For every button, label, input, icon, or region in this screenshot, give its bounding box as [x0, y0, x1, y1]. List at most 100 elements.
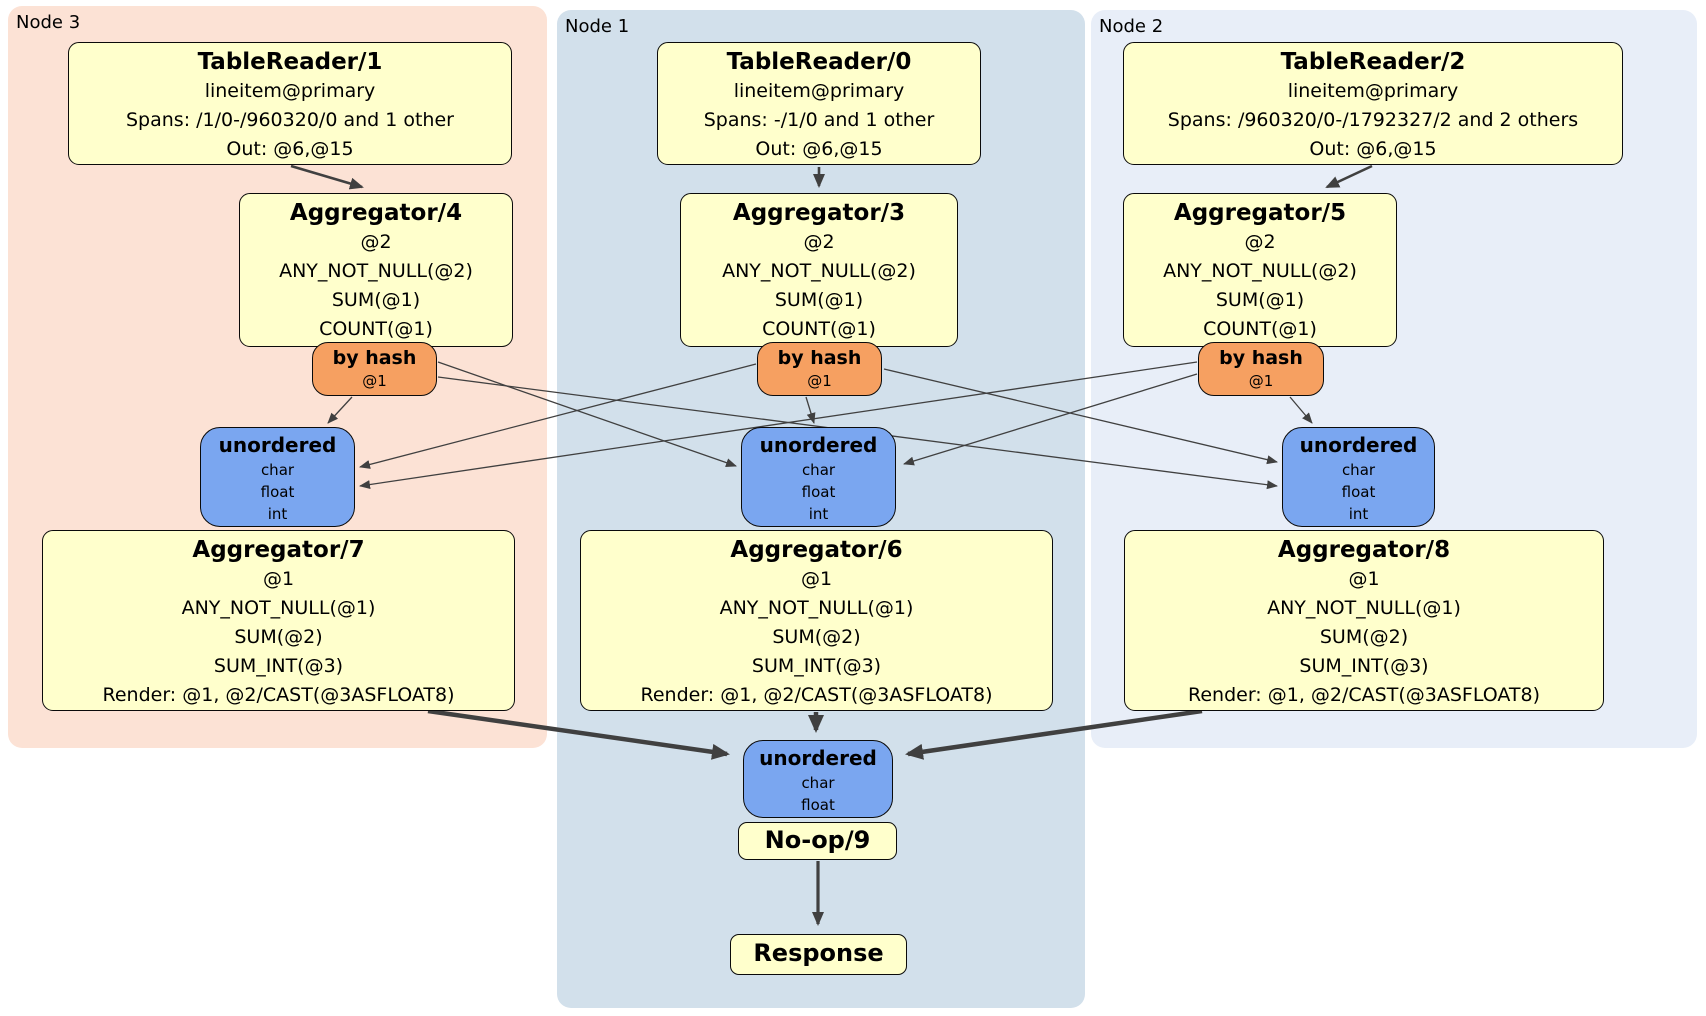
- aggregator4-box: Aggregator/4 @2 ANY_NOT_NULL(@2) SUM(@1)…: [239, 193, 513, 347]
- aggregator7-render: Render: @1, @2/CAST(@3ASFLOAT8): [102, 684, 455, 706]
- unordered-final-sync-type1: char: [801, 774, 835, 792]
- aggregator7-fn3: SUM_INT(@3): [213, 655, 344, 677]
- tablereader1-out: Out: @6,@15: [226, 138, 354, 160]
- unordered-sync2-type2: float: [801, 483, 836, 501]
- unordered-sync1-type2: float: [260, 483, 295, 501]
- edge-tr2-agg5: [1325, 164, 1373, 189]
- aggregator5-groupcol: @2: [1244, 231, 1276, 253]
- tablereader2-index: lineitem@primary: [1287, 80, 1459, 102]
- tablereader1-index: lineitem@primary: [204, 80, 376, 102]
- noop-title: No-op/9: [764, 826, 871, 854]
- unordered-sync1-box: unordered char float int: [200, 427, 355, 527]
- aggregator3-fn3: COUNT(@1): [762, 318, 876, 340]
- aggregator5-fn3: COUNT(@1): [1203, 318, 1317, 340]
- tablereader1-box: TableReader/1 lineitem@primary Spans: /1…: [68, 42, 512, 165]
- aggregator5-fn2: SUM(@1): [1215, 289, 1305, 311]
- edge-router3-sync1: [359, 361, 1198, 489]
- tablereader0-box: TableReader/0 lineitem@primary Spans: -/…: [657, 42, 981, 165]
- aggregator3-title: Aggregator/3: [732, 200, 906, 226]
- unordered-sync2-type1: char: [801, 461, 836, 479]
- aggregator6-groupcol: @1: [800, 568, 833, 590]
- hash-router3-key: @1: [1248, 372, 1274, 390]
- unordered-sync1-type1: char: [260, 461, 295, 479]
- aggregator8-fn3: SUM_INT(@3): [1299, 655, 1429, 677]
- hash-router3-box: by hash @1: [1198, 342, 1324, 396]
- unordered-sync1-type3: int: [267, 505, 288, 523]
- aggregator6-title: Aggregator/6: [730, 537, 903, 563]
- tablereader2-out: Out: @6,@15: [1309, 138, 1437, 160]
- hash-router1-box: by hash @1: [312, 342, 437, 396]
- edge-agg7-syncfinal: [427, 708, 730, 760]
- hash-router2-box: by hash @1: [757, 342, 882, 396]
- aggregator4-fn2: SUM(@1): [331, 289, 421, 311]
- aggregator6-fn2: SUM(@2): [772, 626, 861, 648]
- unordered-sync3-box: unordered char float int: [1282, 427, 1435, 527]
- aggregator-to-final-sync-edges: [427, 708, 1203, 760]
- aggregator6-fn1: ANY_NOT_NULL(@1): [719, 597, 914, 619]
- edge-router2-sync1: [359, 363, 757, 469]
- hash-router1-key: @1: [362, 372, 387, 390]
- aggregator3-fn1: ANY_NOT_NULL(@2): [722, 260, 916, 282]
- tablereader0-out: Out: @6,@15: [755, 138, 883, 160]
- aggregator3-box: Aggregator/3 @2 ANY_NOT_NULL(@2) SUM(@1)…: [680, 193, 958, 347]
- aggregator4-title: Aggregator/4: [289, 200, 463, 226]
- edge-router1-sync1: [327, 396, 353, 424]
- aggregator6-box: Aggregator/6 @1 ANY_NOT_NULL(@1) SUM(@2)…: [580, 530, 1053, 711]
- unordered-sync2-type3: int: [808, 505, 829, 523]
- tablereader2-spans: Spans: /960320/0-/1792327/2 and 2 others: [1167, 109, 1579, 131]
- aggregator8-fn1: ANY_NOT_NULL(@1): [1267, 597, 1461, 619]
- edge-router1-sync2: [437, 361, 737, 467]
- aggregator8-render: Render: @1, @2/CAST(@3ASFLOAT8): [1188, 684, 1540, 706]
- unordered-final-sync-box: unordered char float: [743, 740, 893, 818]
- tablereader1-title: TableReader/1: [197, 49, 383, 75]
- aggregator8-title: Aggregator/8: [1277, 537, 1451, 563]
- router-to-sync-edges: [327, 361, 1313, 490]
- unordered-sync3-title: unordered: [1299, 433, 1418, 457]
- tablereader0-spans: Spans: -/1/0 and 1 other: [703, 109, 935, 131]
- unordered-sync2-box: unordered char float int: [741, 427, 896, 527]
- response-title: Response: [753, 939, 884, 967]
- aggregator7-title: Aggregator/7: [192, 537, 365, 563]
- tablereader0-title: TableReader/0: [726, 49, 912, 75]
- edge-router3-sync2: [903, 373, 1198, 466]
- aggregator5-title: Aggregator/5: [1173, 200, 1347, 226]
- aggregator3-fn2: SUM(@1): [774, 289, 864, 311]
- aggregator7-fn1: ANY_NOT_NULL(@1): [181, 597, 376, 619]
- tablereader1-spans: Spans: /1/0-/960320/0 and 1 other: [126, 109, 454, 131]
- reader-to-aggregator-edges: [290, 164, 1373, 190]
- aggregator4-groupcol: @2: [360, 231, 392, 253]
- edge-router3-sync3: [1289, 396, 1313, 424]
- aggregator4-fn1: ANY_NOT_NULL(@2): [279, 260, 473, 282]
- node1-label: Node 1: [565, 16, 630, 37]
- tablereader0-index: lineitem@primary: [733, 80, 905, 102]
- aggregator6-render: Render: @1, @2/CAST(@3ASFLOAT8): [640, 684, 993, 706]
- aggregator3-groupcol: @2: [803, 231, 835, 253]
- unordered-final-sync-type2: float: [801, 796, 835, 814]
- tablereader2-title: TableReader/2: [1280, 49, 1466, 75]
- unordered-sync2-title: unordered: [759, 433, 878, 457]
- aggregator5-fn1: ANY_NOT_NULL(@2): [1163, 260, 1357, 282]
- unordered-sync3-type2: float: [1341, 483, 1376, 501]
- aggregator7-groupcol: @1: [262, 568, 295, 590]
- aggregator8-box: Aggregator/8 @1 ANY_NOT_NULL(@1) SUM(@2)…: [1124, 530, 1604, 711]
- unordered-final-sync-title: unordered: [759, 746, 877, 770]
- unordered-sync1-title: unordered: [218, 433, 337, 457]
- noop-box: No-op/9: [738, 822, 897, 860]
- edge-router2-sync3: [883, 368, 1278, 465]
- aggregator6-fn3: SUM_INT(@3): [751, 655, 882, 677]
- hash-router3-title: by hash: [1219, 347, 1303, 369]
- hash-router2-key: @1: [807, 372, 832, 390]
- hash-router2-title: by hash: [777, 347, 862, 369]
- aggregator4-fn3: COUNT(@1): [319, 318, 433, 340]
- tablereader2-box: TableReader/2 lineitem@primary Spans: /9…: [1123, 42, 1623, 165]
- unordered-sync3-type3: int: [1348, 505, 1369, 523]
- aggregator5-box: Aggregator/5 @2 ANY_NOT_NULL(@2) SUM(@1)…: [1123, 193, 1397, 347]
- hash-router1-title: by hash: [332, 347, 417, 369]
- node2-label: Node 2: [1099, 16, 1164, 37]
- edge-agg8-syncfinal: [905, 708, 1203, 760]
- aggregator8-fn2: SUM(@2): [1319, 626, 1409, 648]
- aggregator7-box: Aggregator/7 @1 ANY_NOT_NULL(@1) SUM(@2)…: [42, 530, 515, 711]
- aggregator8-groupcol: @1: [1348, 568, 1380, 590]
